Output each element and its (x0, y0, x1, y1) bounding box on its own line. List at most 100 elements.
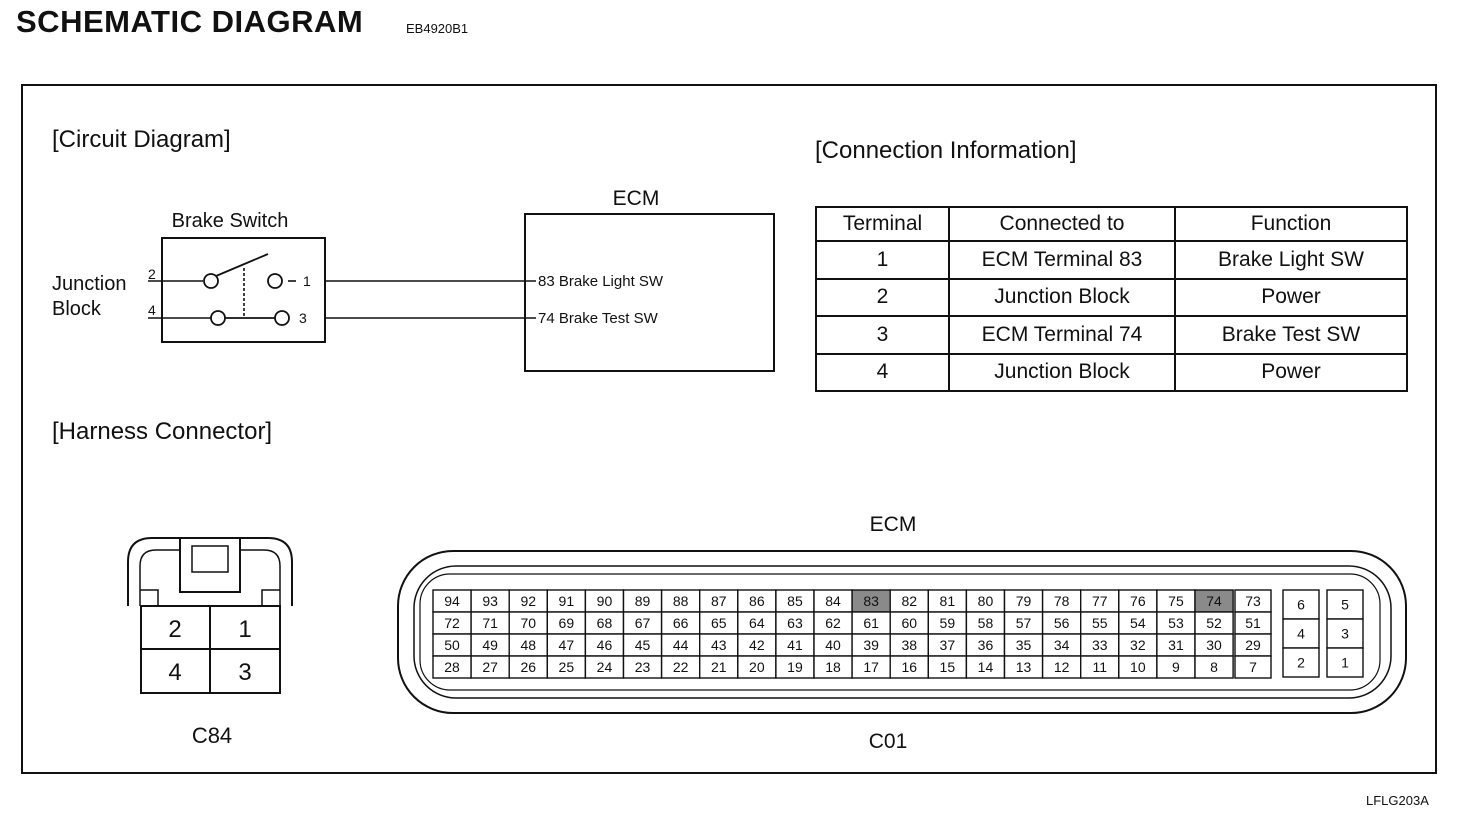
c01-housing-inner (413, 565, 1392, 699)
c01-pin-label: 60 (901, 615, 917, 631)
table-cell: 3 (815, 315, 950, 355)
junction-label-line1: Junction (52, 273, 127, 295)
table-cell: 4 (815, 352, 950, 392)
c01-pin-label: 15 (940, 659, 956, 675)
table-cell: Junction Block (948, 352, 1176, 392)
table-cell: Brake Light SW (1174, 240, 1408, 280)
c01-pin-label: 90 (597, 593, 613, 609)
c01-pin-label: 63 (787, 615, 803, 631)
c01-pin-label: 28 (444, 659, 460, 675)
c01-pin-label: 19 (787, 659, 803, 675)
c01-pin-label: 86 (749, 593, 765, 609)
c01-pin-label: 77 (1092, 593, 1108, 609)
c01-pin-label: 30 (1206, 637, 1222, 653)
c01-pin-label: 9 (1172, 659, 1180, 675)
c01-pin-label: 22 (673, 659, 689, 675)
c01-pin-label: 75 (1168, 593, 1184, 609)
c01-pin-label: 51 (1245, 615, 1261, 631)
c01-pin-cell (1326, 647, 1364, 678)
c01-pin-label: 69 (559, 615, 575, 631)
c01-pin-label: 36 (978, 637, 994, 653)
c01-pin-label: 31 (1168, 637, 1184, 653)
circuit-diagram-heading: [Circuit Diagram] (52, 126, 231, 153)
switch-contact-2 (203, 273, 219, 289)
c01-pin-label: 79 (1016, 593, 1032, 609)
c01-pin-label: 89 (635, 593, 651, 609)
c01-pin-label: 23 (635, 659, 651, 675)
c01-pin-label: 16 (901, 659, 917, 675)
c01-pin-label: 49 (482, 637, 498, 653)
c84-pin: 3 (238, 659, 251, 686)
c01-pin-label: 66 (673, 615, 689, 631)
table-row: 2 Junction Block Power (815, 277, 1408, 317)
c01-pin-label: 94 (444, 593, 460, 609)
connection-info-heading: [Connection Information] (815, 137, 1077, 164)
table-cell: ECM Terminal 74 (948, 315, 1176, 355)
c01-pin-label: 7 (1249, 659, 1257, 675)
c01-pin-label: 68 (597, 615, 613, 631)
c01-pin-label: 78 (1054, 593, 1070, 609)
c84-name: C84 (192, 723, 232, 748)
c01-pin-label: 27 (482, 659, 498, 675)
c01-pin-label: 38 (901, 637, 917, 653)
c01-pin-label: 72 (444, 615, 460, 631)
table-header-connected-to: Connected to (948, 206, 1176, 242)
c01-pin-label: 54 (1130, 615, 1146, 631)
c01-pin-label: 25 (559, 659, 575, 675)
switch-contact-3 (274, 310, 290, 326)
c01-pin-label: 42 (749, 637, 765, 653)
c01-pin-label: 70 (520, 615, 536, 631)
c01-pin-label: 43 (711, 637, 727, 653)
c01-pin-label: 64 (749, 615, 765, 631)
c01-pin-label: 88 (673, 593, 689, 609)
c01-pin-label: 53 (1168, 615, 1184, 631)
c01-pin-label: 81 (940, 593, 956, 609)
c01-pin-label: 55 (1092, 615, 1108, 631)
pin-1-label: 1 (303, 273, 311, 289)
table-row: 1 ECM Terminal 83 Brake Light SW (815, 240, 1408, 280)
c01-pin-label: 92 (520, 593, 536, 609)
brake-switch-box (161, 237, 326, 343)
c01-pin-label: 11 (1092, 659, 1107, 675)
table-cell: Power (1174, 352, 1408, 392)
c01-pin-label: 21 (711, 659, 727, 675)
c01-pin-label: 26 (520, 659, 536, 675)
c01-pin-label: 12 (1054, 659, 1070, 675)
c01-pin-label: 73 (1245, 593, 1261, 609)
connection-table: Terminal Connected to Function 1 ECM Ter… (815, 206, 1408, 392)
figure-code: LFLG203A (1366, 793, 1429, 808)
table-cell: 2 (815, 277, 950, 317)
c01-pin-label: 56 (1054, 615, 1070, 631)
c01-pin-cell (1282, 618, 1320, 649)
c01-pin-label: 29 (1245, 637, 1261, 653)
c01-pin-label: 58 (978, 615, 994, 631)
ecm-input-74: 74 Brake Test SW (538, 310, 659, 327)
page-title: SCHEMATIC DIAGRAM (16, 4, 364, 39)
c01-housing-outer (397, 550, 1407, 714)
c01-pin-label: 1 (1341, 655, 1349, 671)
c01-pin-label: 5 (1341, 597, 1349, 613)
c01-name: C01 (869, 730, 908, 753)
c84-latch-tab (191, 545, 229, 573)
c01-pin-label: 40 (825, 637, 841, 653)
switch-contact-1 (267, 273, 283, 289)
c01-pin-label: 35 (1016, 637, 1032, 653)
c01-pin-cell (1282, 647, 1320, 678)
table-cell: 1 (815, 240, 950, 280)
c01-pin-label: 4 (1297, 626, 1305, 642)
c01-pin-label: 39 (863, 637, 879, 653)
c01-pin-label: 74 (1206, 593, 1222, 609)
pin-2-label: 2 (148, 266, 156, 282)
ecm-label: ECM (613, 187, 660, 210)
document-code: EB4920B1 (406, 21, 469, 36)
pin-3-label: 3 (299, 310, 307, 326)
c01-pin-label: 32 (1130, 637, 1146, 653)
c84-pin: 1 (238, 616, 251, 643)
c01-pin-label: 71 (482, 615, 498, 631)
table-cell: Junction Block (948, 277, 1176, 317)
c01-pin-cell (1282, 589, 1320, 620)
diagram-frame (21, 84, 1437, 774)
c01-pin-label: 76 (1130, 593, 1146, 609)
